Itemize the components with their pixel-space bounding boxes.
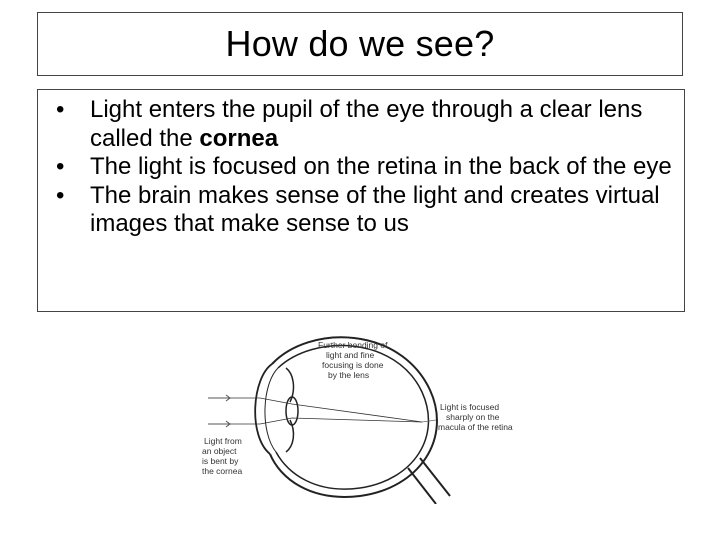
cornea-inner	[264, 367, 279, 453]
bullet-item-brain: • The brain makes sense of the light and…	[56, 182, 674, 239]
lens-shape	[285, 396, 299, 426]
optic-nerve	[419, 457, 451, 497]
cornea-shape	[254, 363, 273, 455]
lens-label-3: focusing is done	[322, 360, 384, 370]
title-box: How do we see?	[37, 12, 683, 76]
iris-top	[285, 367, 295, 403]
cornea-label-4: the cornea	[202, 466, 242, 476]
bullet-marker: •	[56, 96, 65, 123]
iris-bottom	[285, 419, 295, 453]
bullet-item-cornea: • Light enters the pupil of the eye thro…	[56, 96, 674, 153]
lens-label-4: by the lens	[328, 370, 369, 380]
eyeball-outline	[269, 336, 438, 498]
bullet-text: The brain makes sense of the light and c…	[90, 181, 660, 238]
eye-diagram: Further bending of light and fine focusi…	[200, 328, 530, 504]
bullet-item-retina: • The light is focused on the retina in …	[56, 153, 674, 182]
light-rays	[230, 397, 423, 425]
bullet-marker: •	[56, 153, 65, 180]
cornea-label-2: an object	[202, 446, 237, 456]
macula-label-2: sharply on the	[446, 412, 500, 422]
bullet-marker: •	[56, 181, 65, 209]
macula-label-3: macula of the retina	[438, 422, 513, 432]
lens-label-1: Further bending of	[318, 340, 388, 350]
macula-pointer	[421, 419, 437, 423]
slide-title: How do we see?	[225, 23, 495, 64]
bullet-text: Light enters the pupil of the eye throug…	[90, 96, 643, 152]
cornea-label-3: is bent by	[202, 456, 239, 466]
light-arrows	[208, 394, 231, 428]
macula-label-1: Light is focused	[440, 402, 499, 412]
bullet-text: The light is focused on the retina in th…	[90, 153, 672, 180]
bullet-box: • Light enters the pupil of the eye thro…	[37, 89, 685, 312]
eyeball-inner-outline	[275, 344, 430, 490]
cornea-label-1: Light from	[204, 436, 242, 446]
optic-nerve-2	[407, 467, 437, 504]
bullet-list: • Light enters the pupil of the eye thro…	[56, 96, 674, 239]
bullet-emphasis: cornea	[199, 124, 279, 152]
lens-label-2: light and fine	[326, 350, 374, 360]
